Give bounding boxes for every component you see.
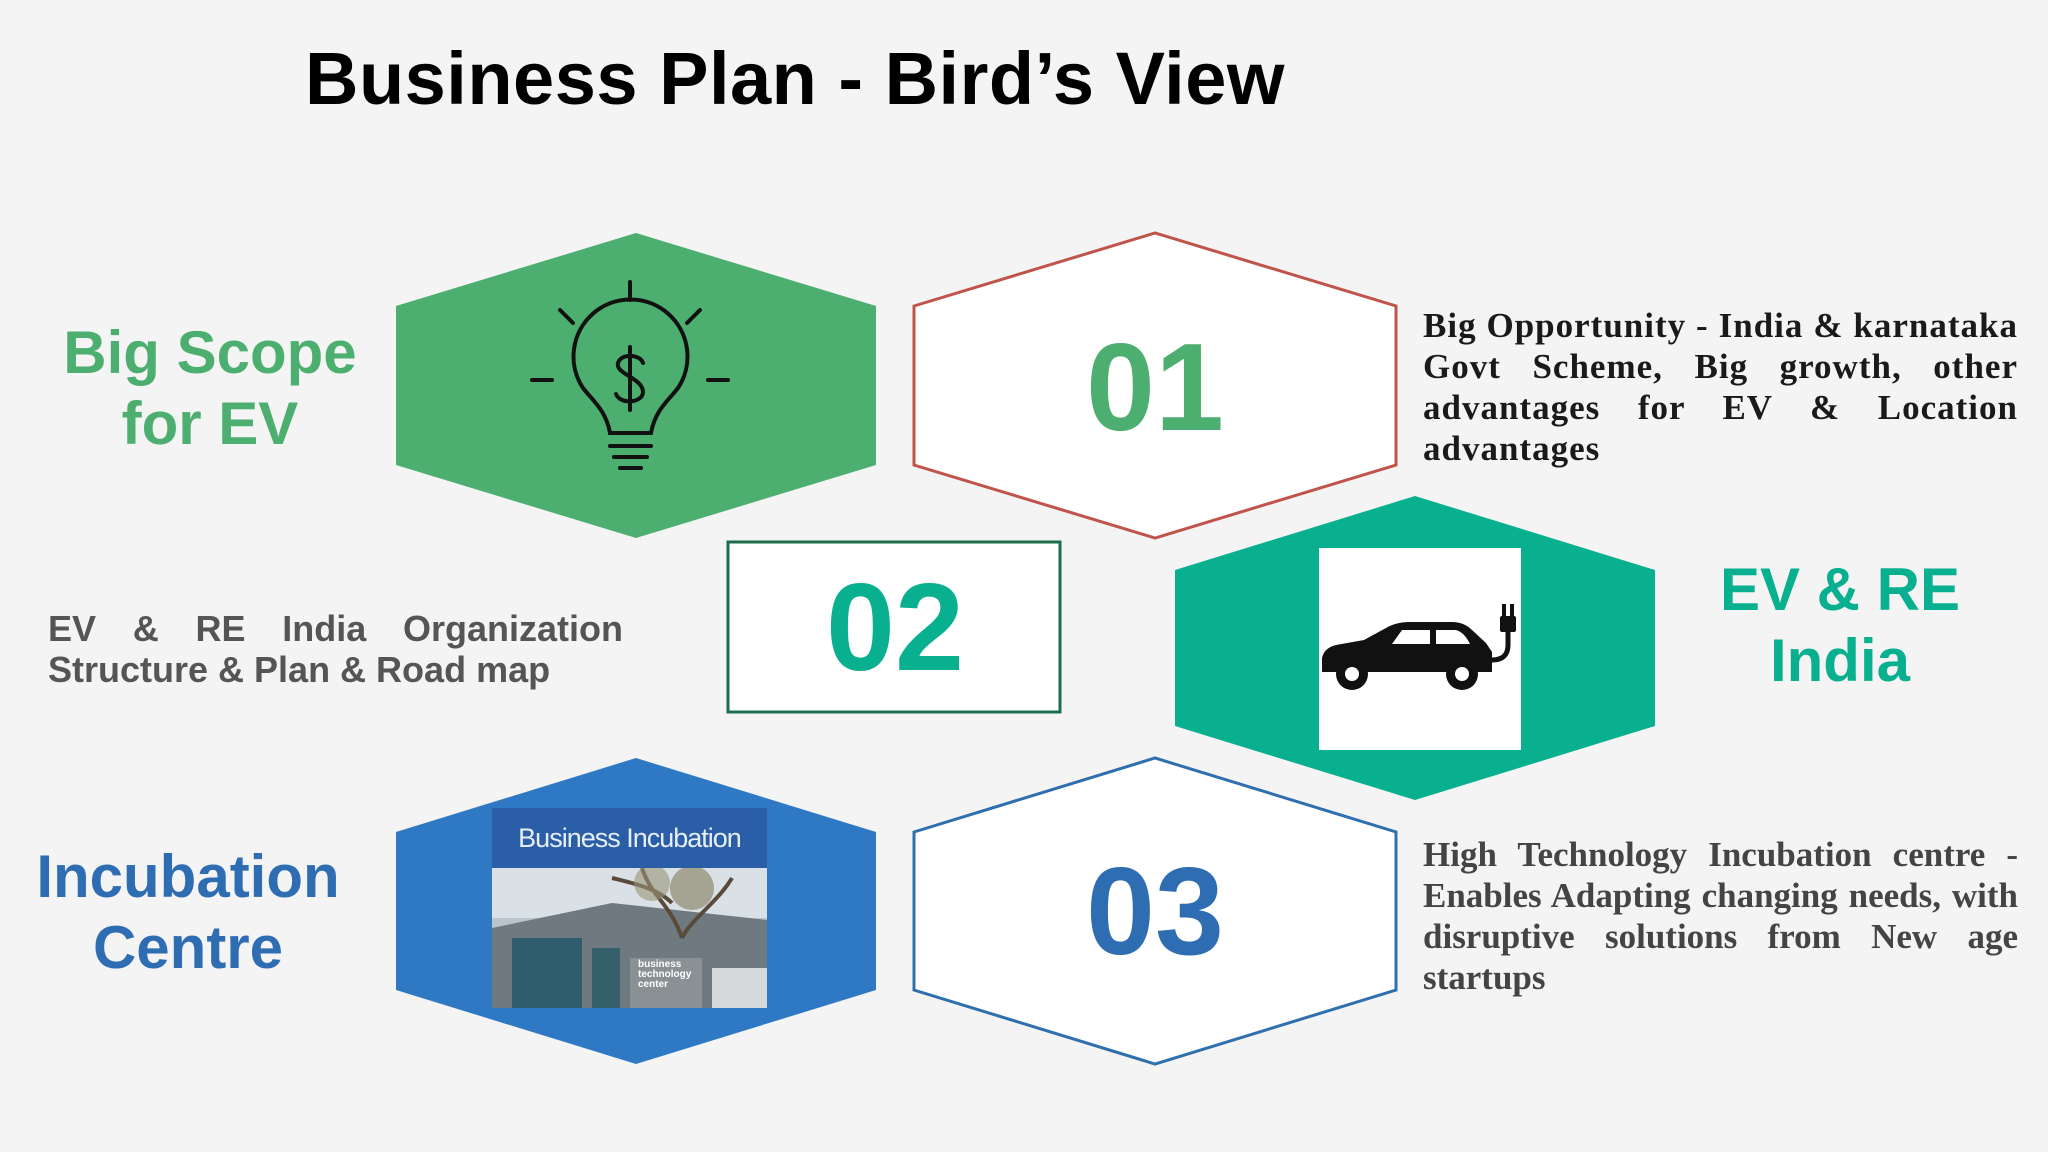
number-02: 02 <box>826 559 964 697</box>
number-03: 03 <box>1086 843 1224 981</box>
lightbulb-dollar-icon <box>530 280 730 470</box>
label-incubation: Incubation Centre <box>18 842 358 984</box>
box-02-outline <box>726 540 1062 714</box>
label-big-scope-line2: for EV <box>121 389 299 457</box>
business-incubation-photo: Business Incubation business technology … <box>492 808 767 1008</box>
building-sign: business technology center <box>638 959 692 990</box>
hexagon-01-outline <box>912 231 1398 540</box>
label-ev-re-line1: EV & RE <box>1719 556 1961 623</box>
page-title: Business Plan - Bird’s View <box>305 37 1285 120</box>
label-big-scope-line1: Big Scope <box>63 319 357 386</box>
label-big-scope: Big Scope for EV <box>40 318 380 460</box>
photo-banner: Business Incubation <box>492 808 767 868</box>
label-incubation-line2: Centre <box>92 913 284 981</box>
hexagon-03-outline <box>912 756 1398 1066</box>
description-03: High Technology Incubation centre - Enab… <box>1423 835 2018 997</box>
electric-car-icon <box>1322 604 1516 690</box>
label-ev-re-line2: India <box>1769 626 1910 694</box>
description-02: EV & RE India Organization Structure & P… <box>48 608 623 690</box>
label-incubation-line1: Incubation <box>36 843 340 910</box>
number-01: 01 <box>1086 319 1224 457</box>
description-01: Big Opportunity - India & karnataka Govt… <box>1423 306 2018 468</box>
label-ev-re: EV & RE India <box>1680 555 2000 697</box>
hexagon-big-scope <box>396 233 876 538</box>
